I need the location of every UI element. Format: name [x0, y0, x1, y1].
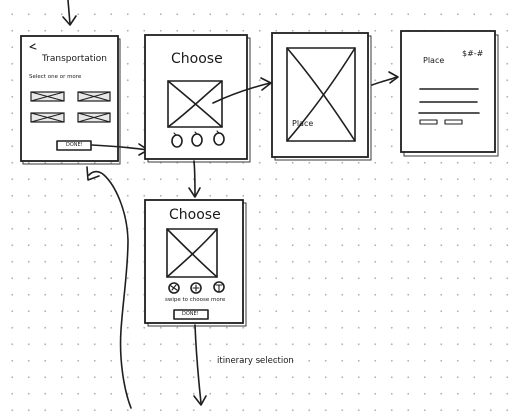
screen-place-photo — [271, 32, 372, 161]
choose-title: Choose — [171, 51, 223, 67]
transportation-subtitle: Select one or more — [29, 74, 82, 80]
option-placeholders — [30, 91, 111, 123]
itinerary-note: itinerary selection — [217, 356, 294, 366]
screen-choose — [144, 34, 251, 163]
arrow-itinerary-down — [193, 324, 207, 406]
arrow-place-to-detail — [371, 71, 399, 86]
arrow-choose-to-swipe — [188, 160, 201, 198]
chevron-left-icon — [29, 43, 37, 50]
screen-place-detail — [400, 30, 499, 157]
choose-swipe-done-button[interactable]: DONE! — [182, 311, 199, 317]
choose-option-circles — [171, 130, 225, 148]
swipe-option-circles — [168, 281, 225, 294]
transport-done-button-outline — [56, 140, 92, 151]
place-detail-title: Place — [423, 56, 445, 65]
screen-choose-swipe — [144, 199, 247, 327]
arrow-loop-back — [86, 166, 132, 409]
choose-swipe-title: Choose — [169, 207, 221, 223]
transportation-done-button[interactable]: DONE! — [66, 142, 83, 148]
place-photo-label: Place — [292, 119, 314, 128]
transportation-title: Transportation — [42, 54, 107, 64]
incoming-arrow — [62, 0, 77, 26]
place-detail-price: $#-# — [462, 49, 484, 58]
arrow-choose-to-place — [212, 77, 272, 104]
choose-swipe-hint: swipe to choose more — [165, 297, 226, 303]
swipe-done-button-outline — [173, 309, 209, 320]
screen-transportation — [20, 35, 121, 165]
